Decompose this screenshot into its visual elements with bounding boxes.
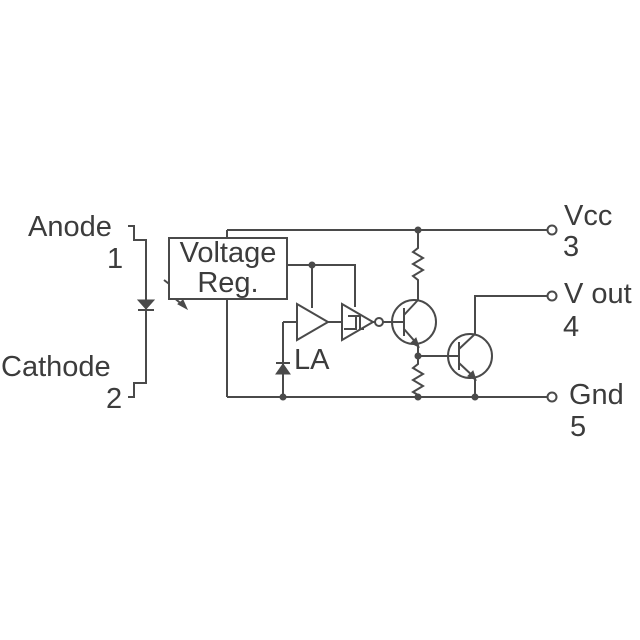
vout-wire [474,295,548,334]
photodiode [275,321,297,397]
junction-q2-ground [471,393,479,401]
q2-emitter-arrow-icon [467,370,477,381]
vout-terminal [546,290,558,302]
junction-regulator [308,261,316,269]
junction-vcc [414,226,422,234]
junction-emitter [414,352,422,360]
gnd-terminal [546,391,558,403]
q1-collector-lead [403,299,419,316]
q1-emitter-arrow-icon [410,337,420,348]
transistor-q1 [391,299,437,348]
schmitt-trigger-icon [341,302,375,342]
photodiode-icon [275,363,291,375]
gnd-label: Gnd [569,379,624,411]
voltage-regulator-label-line2: Reg. [197,267,258,299]
transistor-q2-icon [447,333,493,379]
transistor-q2 [447,333,493,381]
regulator-output-wire [287,264,356,307]
voltage-regulator-box [168,237,288,300]
vcc-terminal [546,224,558,236]
light-arrowhead-icon [177,299,189,311]
emitter-resistor [411,356,425,397]
q2-collector-lead [458,333,476,350]
led-wire [128,225,147,398]
cathode-label: Cathode [1,351,111,383]
linear-amplifier-icon [296,302,330,342]
collector-resistor [411,230,425,300]
anode-pin-number: 1 [107,243,123,275]
vout-label: V out [564,278,632,310]
junction-photodiode-ground [279,393,287,401]
cathode-pin-number: 2 [106,383,122,415]
anode-label: Anode [28,211,112,243]
vout-pin-number: 4 [563,311,579,343]
gnd-pin-number: 5 [570,411,586,443]
linear-amplifier-label: LA [294,344,330,376]
vcc-pin-number: 3 [563,231,579,263]
vcc-label: Vcc [564,200,612,232]
schmitt-output-node [374,317,384,327]
led-diode-icon [136,299,156,310]
hysteresis-symbol-icon [344,315,364,330]
junction-resistor-ground [414,393,422,401]
voltage-regulator-label-line1: Voltage [180,237,277,269]
